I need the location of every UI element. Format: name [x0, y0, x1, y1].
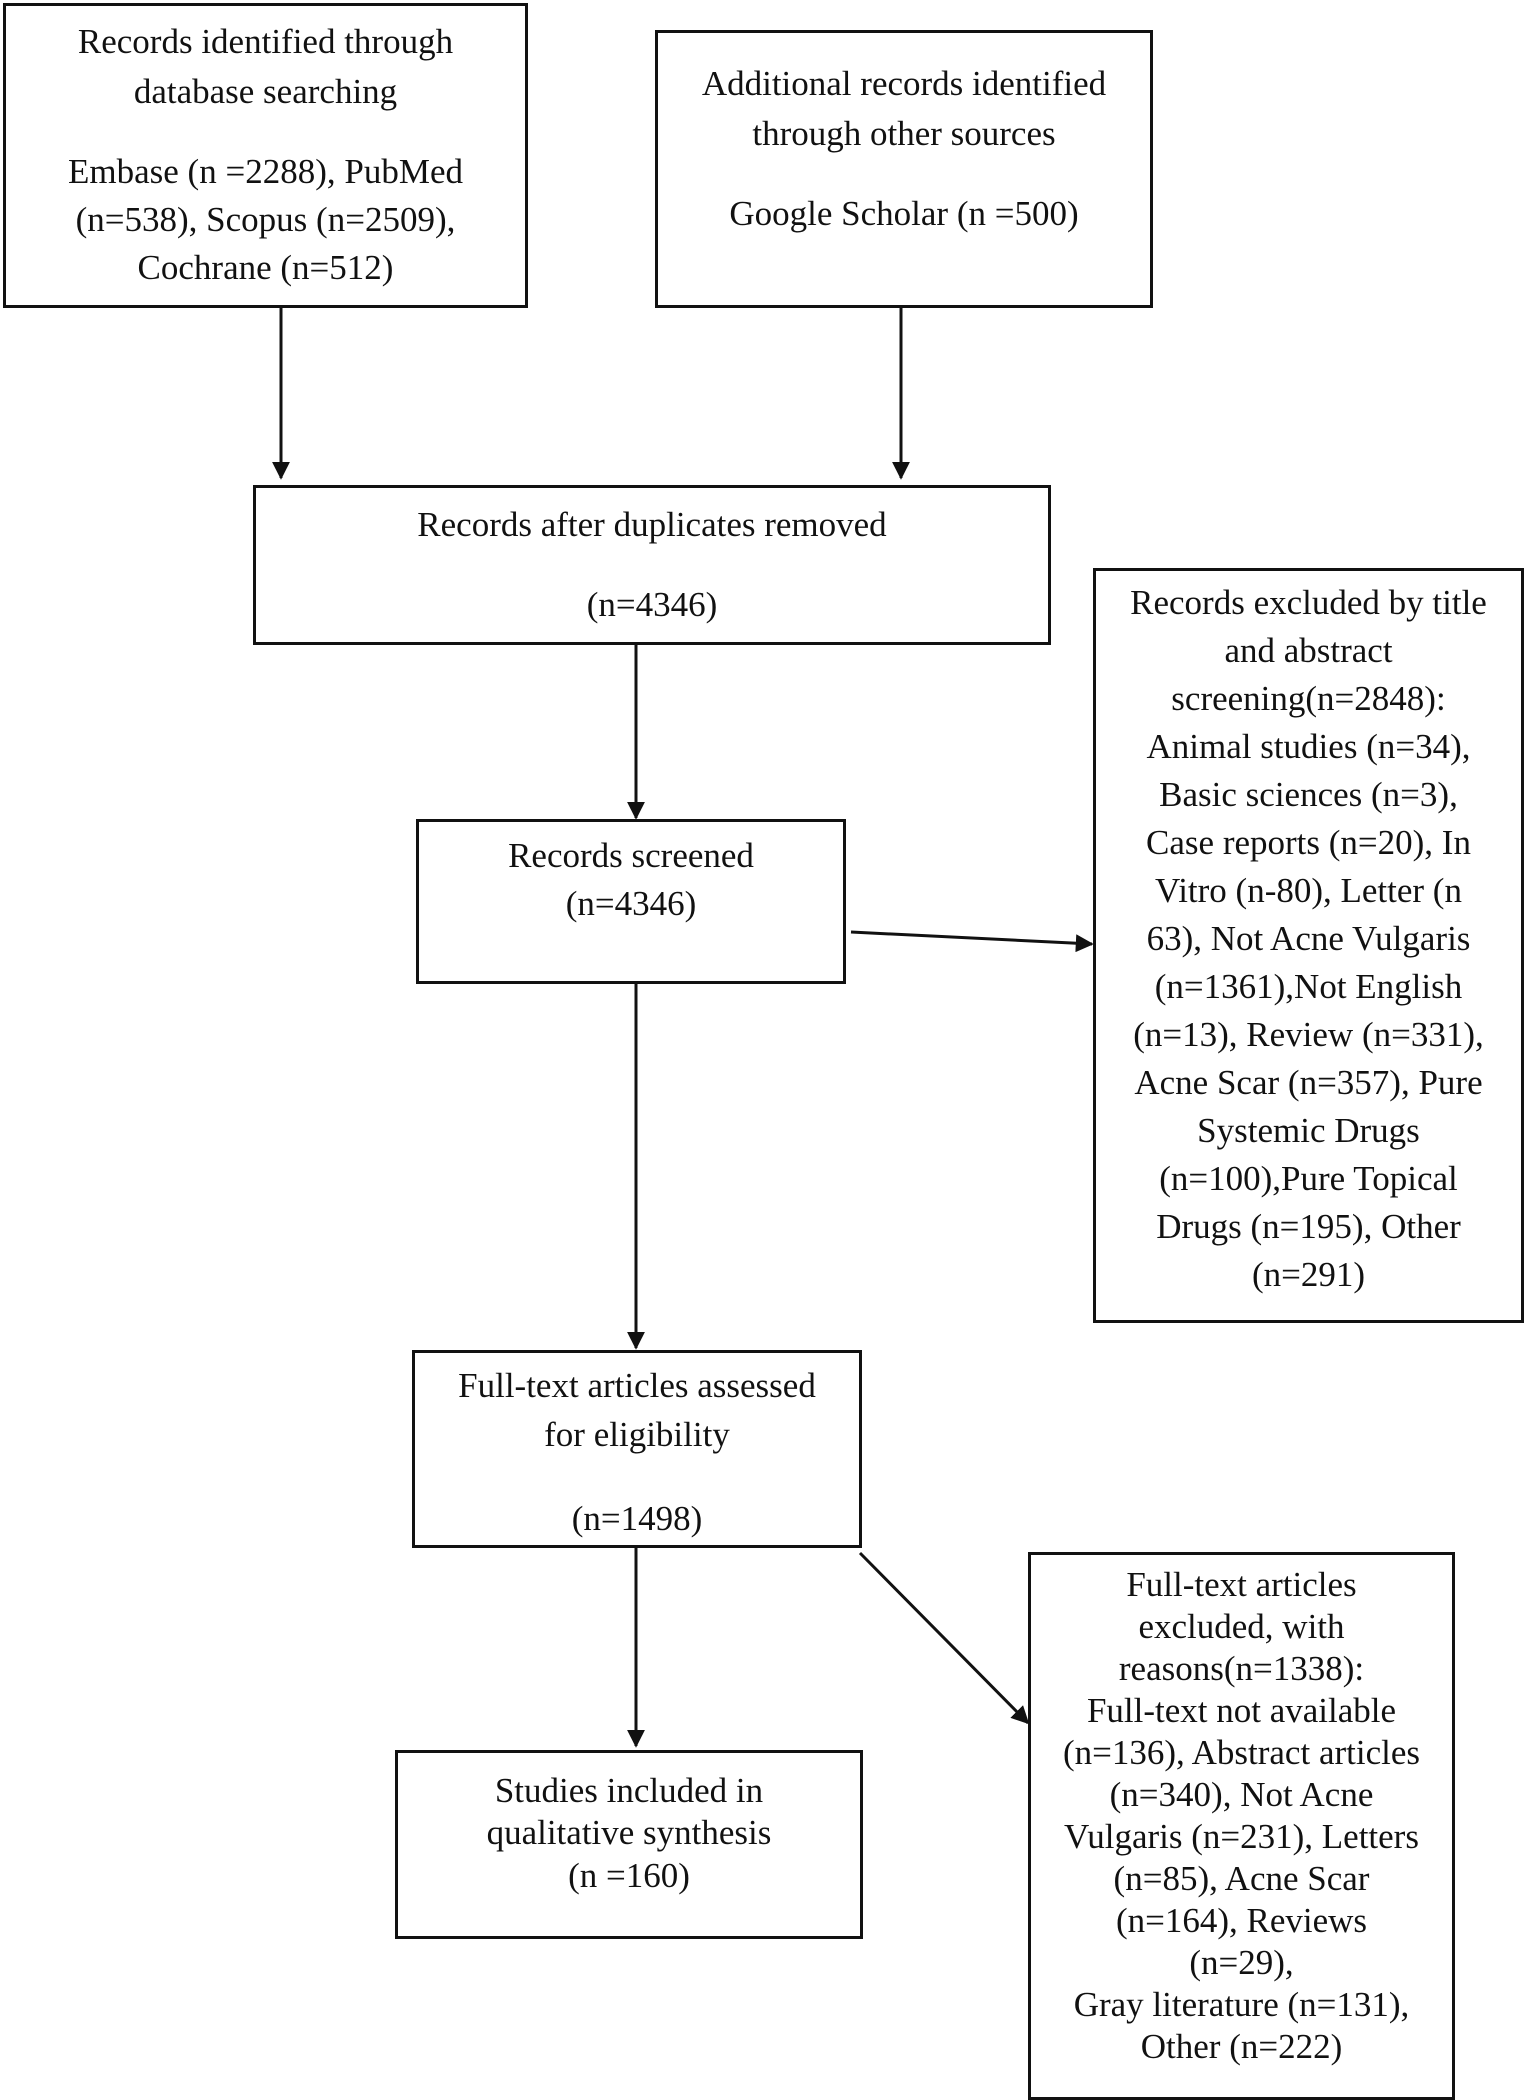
- duplicates-removed-box: Records after duplicates removed (n=4346…: [253, 485, 1051, 645]
- excluded-title-abstract-line: Case reports (n=20), In: [1146, 823, 1471, 862]
- excluded-full-text-line: (n=136), Abstract articles: [1063, 1733, 1420, 1772]
- studies-included-line: Studies included in: [494, 1771, 764, 1810]
- full-text-assessed-box: Full-text articles assessed for eligibil…: [412, 1350, 862, 1548]
- excluded-full-text-box: Full-text articles excluded, with reason…: [1028, 1552, 1455, 2100]
- records-screened-title: Records screened: [508, 836, 754, 875]
- database-detail-line: Cochrane (n=512): [137, 248, 394, 287]
- excluded-full-text-line: (n=164), Reviews: [1115, 1901, 1368, 1940]
- excluded-title-abstract-line: 63), Not Acne Vulgaris: [1146, 919, 1471, 958]
- database-title-line: Records identified through: [77, 22, 454, 61]
- excluded-full-text-line: (n=85), Acne Scar: [1113, 1859, 1370, 1898]
- other-sources-detail-line: Google Scholar (n =500): [729, 194, 1079, 233]
- duplicates-removed-title: Records after duplicates removed: [417, 505, 887, 544]
- studies-included-box: Studies included in qualitative synthesi…: [395, 1750, 863, 1939]
- records-screened-count: (n=4346): [565, 884, 697, 923]
- excluded-title-abstract-line: (n=291): [1251, 1255, 1366, 1294]
- database-detail-line: Embase (n =2288), PubMed: [68, 152, 463, 191]
- full-text-assessed-title-line: for eligibility: [544, 1415, 730, 1454]
- arrow-screened-to-excluded: [850, 930, 1094, 953]
- full-text-assessed-count: (n=1498): [571, 1499, 703, 1538]
- database-detail-line: (n=538), Scopus (n=2509),: [75, 200, 456, 239]
- excluded-full-text-line: (n=340), Not Acne: [1109, 1775, 1374, 1814]
- excluded-title-abstract-line: Records excluded by title: [1130, 583, 1487, 622]
- studies-included-line: qualitative synthesis: [486, 1813, 772, 1852]
- excluded-title-abstract-line: Vitro (n-80), Letter (n: [1155, 871, 1462, 910]
- arrow-fulltext-to-excluded: [858, 1551, 1030, 1725]
- excluded-title-abstract-line: Drugs (n=195), Other: [1156, 1207, 1461, 1246]
- excluded-title-abstract-line: Systemic Drugs: [1197, 1111, 1420, 1150]
- excluded-full-text-line: Other (n=222): [1140, 2027, 1343, 2066]
- excluded-full-text-line: Full-text articles: [1126, 1565, 1357, 1604]
- excluded-title-abstract-line: Basic sciences (n=3),: [1159, 775, 1458, 814]
- other-sources-box: Additional records identified through ot…: [655, 30, 1153, 308]
- other-sources-title-line: through other sources: [752, 114, 1056, 153]
- excluded-title-abstract-line: Animal studies (n=34),: [1146, 727, 1471, 766]
- full-text-assessed-title-line: Full-text articles assessed: [458, 1366, 816, 1405]
- excluded-full-text-line: Full-text not available: [1086, 1691, 1397, 1730]
- database-search-box: Records identified through database sear…: [3, 3, 528, 308]
- excluded-full-text-line: excluded, with: [1138, 1607, 1345, 1646]
- excluded-title-abstract-line: (n=1361),Not English: [1154, 967, 1463, 1006]
- excluded-title-abstract-line: (n=100),Pure Topical: [1159, 1159, 1458, 1198]
- excluded-full-text-line: Vulgaris (n=231), Letters: [1064, 1817, 1419, 1856]
- excluded-full-text-line: reasons(n=1338):: [1118, 1649, 1365, 1688]
- excluded-title-abstract-line: screening(n=2848):: [1171, 679, 1446, 718]
- excluded-title-abstract-line: and abstract: [1224, 631, 1393, 670]
- database-title-line: database searching: [133, 72, 398, 111]
- studies-included-line: (n =160): [568, 1856, 690, 1895]
- excluded-title-abstract-line: (n=13), Review (n=331),: [1133, 1015, 1484, 1054]
- records-screened-box: Records screened (n=4346): [416, 819, 846, 984]
- excluded-title-abstract-line: Acne Scar (n=357), Pure: [1134, 1063, 1483, 1102]
- excluded-full-text-line: (n=29),: [1189, 1943, 1294, 1982]
- excluded-full-text-line: Gray literature (n=131),: [1073, 1985, 1410, 2024]
- duplicates-removed-count: (n=4346): [586, 585, 718, 624]
- excluded-title-abstract-box: Records excluded by title and abstract s…: [1093, 568, 1524, 1323]
- other-sources-title-line: Additional records identified: [701, 64, 1107, 103]
